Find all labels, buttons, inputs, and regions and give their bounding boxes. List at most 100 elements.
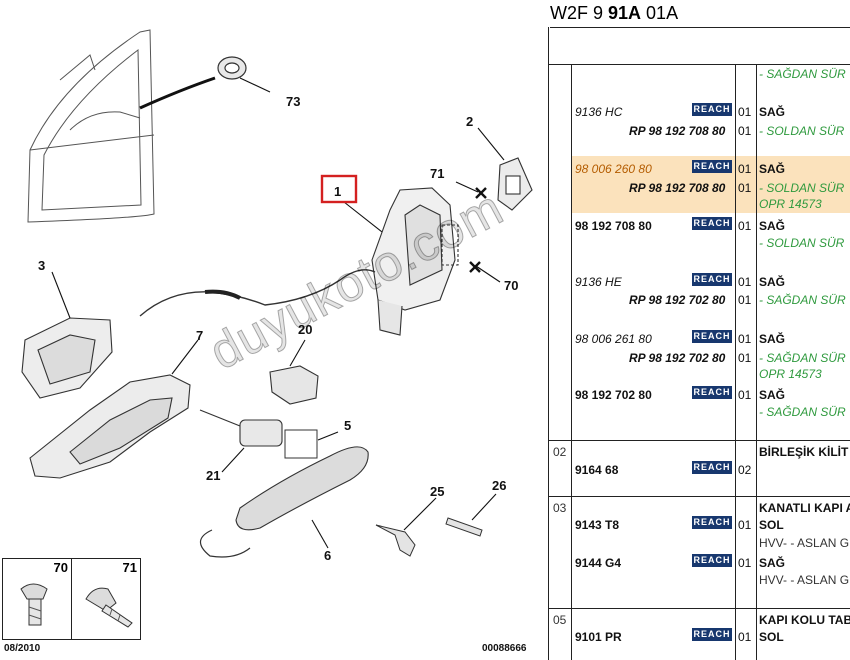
column-rule	[571, 64, 572, 660]
part-ref[interactable]: 9164 68	[575, 463, 619, 477]
part-ref[interactable]: 9101 PR	[575, 630, 622, 644]
parts-diagram: 73 2 71 1 3 70 7 20 5 21 25 26 6 70 71	[2, 29, 533, 654]
part-ref[interactable]: RP 98 192 708 80	[629, 124, 726, 138]
row-desc: BİRLEŞİK KİLİT	[759, 445, 849, 459]
cable-line	[139, 269, 376, 317]
handle-frame-part-7	[29, 374, 191, 479]
cable-sleeve	[204, 289, 241, 300]
row-desc: SAĞ	[759, 332, 786, 346]
callout-1-box	[320, 174, 358, 204]
header-code-2: 91A	[608, 3, 642, 23]
screw-legend-70: 70	[3, 559, 71, 639]
callout-20: 20	[298, 322, 312, 337]
bracket-part-3	[21, 317, 113, 399]
row-note: - SOLDAN SÜR	[759, 181, 845, 195]
row-desc: SAĞ	[759, 275, 786, 289]
reach-badge: REACH	[692, 516, 732, 529]
drawing-number: 00088666	[482, 643, 527, 654]
screw-marks	[469, 187, 487, 273]
leader-lines	[51, 77, 505, 549]
row-desc: SOL	[759, 518, 784, 532]
part-ref[interactable]: RP 98 192 702 80	[629, 351, 726, 365]
callout-6: 6	[324, 548, 331, 563]
group-rule	[548, 496, 850, 497]
row-qty: 01	[738, 556, 752, 570]
striker-part-2	[497, 157, 533, 211]
part-ref[interactable]: RP 98 192 708 80	[629, 181, 726, 195]
callout-70: 70	[504, 278, 518, 293]
row-qty: 01	[738, 105, 752, 119]
screw-legend-71-label: 71	[122, 560, 137, 575]
row-desc: HVV- - ASLAN G	[759, 573, 850, 587]
row-qty: 01	[738, 275, 752, 289]
parts-table: W2F 9 91A 01A - SAĞDAN SÜR 9136 HC REACH…	[545, 0, 850, 660]
part-20	[269, 365, 319, 405]
group-number: 02	[553, 445, 567, 459]
reach-badge: REACH	[692, 330, 732, 343]
part-ref[interactable]: 98 006 261 80	[575, 332, 652, 346]
callout-71: 71	[430, 166, 444, 181]
reach-badge: REACH	[692, 386, 732, 399]
reach-badge: REACH	[692, 628, 732, 641]
row-qty: 01	[738, 124, 752, 138]
gasket-part-5	[284, 429, 318, 459]
callout-2: 2	[466, 114, 473, 129]
table-header: W2F 9 91A 01A	[550, 0, 850, 28]
reach-badge: REACH	[692, 273, 732, 286]
column-rule	[756, 64, 757, 660]
key-part-25	[375, 524, 416, 557]
row-qty: 01	[738, 293, 752, 307]
part-ref[interactable]: 9144 G4	[575, 556, 622, 570]
pin-part-26	[445, 517, 483, 537]
reach-badge: REACH	[692, 461, 732, 474]
group-rule	[548, 608, 850, 609]
part-ref[interactable]: RP 98 192 702 80	[629, 293, 726, 307]
screw-legend-70-label: 70	[53, 560, 68, 575]
row-note: - SOLDAN SÜR	[759, 124, 845, 138]
reach-badge: REACH	[692, 160, 732, 173]
callout-5: 5	[344, 418, 351, 433]
screw-70-icon	[20, 583, 48, 626]
screw-legend-box: 70 71	[2, 558, 141, 640]
row-qty: 01	[738, 388, 752, 402]
row-note: OPR 14573	[759, 197, 822, 211]
part-ref[interactable]: 98 192 708 80	[575, 219, 652, 233]
group-number: 05	[553, 613, 567, 627]
row-note: - SAĞDAN SÜR	[759, 405, 846, 419]
header-code-1: W2F 9	[550, 3, 609, 23]
row-note: - SAĞDAN SÜR	[759, 351, 846, 365]
group-number: 03	[553, 501, 567, 515]
callout-21: 21	[206, 468, 220, 483]
part-ref[interactable]: 9136 HE	[575, 275, 622, 289]
row-desc: KANATLI KAPI A	[759, 501, 850, 515]
row-desc: SAĞ	[759, 105, 786, 119]
callout-1: 1	[334, 184, 341, 199]
row-qty: 01	[738, 351, 752, 365]
lock-cylinder-part-21	[199, 409, 283, 447]
lock-part-1	[371, 187, 459, 336]
row-qty: 01	[738, 630, 752, 644]
screw-legend-71: 71	[72, 559, 140, 639]
reach-badge: REACH	[692, 103, 732, 116]
part-ref[interactable]: 9143 T8	[575, 518, 620, 532]
callout-25: 25	[430, 484, 444, 499]
row-note: - SAĞDAN SÜR	[759, 293, 846, 307]
row-qty: 02	[738, 463, 752, 477]
group-rule	[548, 440, 850, 441]
callout-73: 73	[286, 94, 300, 109]
reach-badge: REACH	[692, 217, 732, 230]
row-desc: KAPI KOLU TAB	[759, 613, 850, 627]
row-note: - SOLDAN SÜR	[759, 236, 845, 250]
part-ref[interactable]: 98 006 260 80	[575, 162, 652, 176]
column-rule	[735, 64, 736, 660]
row-note: OPR 14573	[759, 367, 822, 381]
row-desc: SOL	[759, 630, 784, 644]
table-left-border	[548, 27, 549, 660]
row-qty: 01	[738, 162, 752, 176]
row-qty: 01	[738, 332, 752, 346]
part-ref[interactable]: 98 192 702 80	[575, 388, 652, 402]
part-ref[interactable]: 9136 HC	[575, 105, 623, 119]
row-desc: SAĞ	[759, 219, 786, 233]
header-code-3: 01A	[641, 3, 679, 23]
grommet-73	[217, 56, 247, 80]
